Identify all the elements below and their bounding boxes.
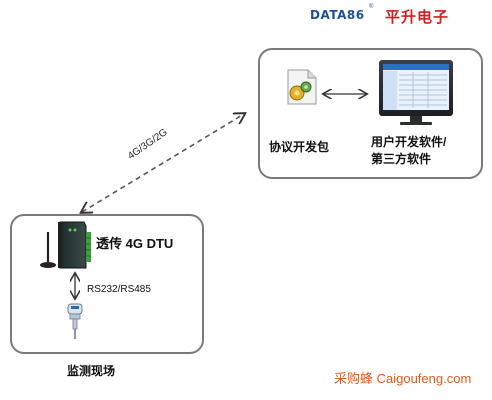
sensor-icon — [67, 303, 83, 339]
sdk-document-icon — [287, 69, 317, 105]
watermark-text: 采购蜂 Caigoufeng.com — [334, 371, 472, 386]
sdk-label: 协议开发包 — [269, 140, 330, 154]
software-label-line2: 第三方软件 — [371, 152, 432, 166]
dtu-device-icon — [40, 221, 91, 269]
brand-name-cn: 平升电子 — [385, 8, 450, 26]
brand-name-en: DATA86 — [310, 8, 365, 22]
software-label-line1: 用户开发软件/ — [371, 135, 447, 149]
dtu-label: 透传 4G DTU — [96, 236, 174, 251]
wireless-link-line — [82, 114, 244, 212]
software-monitor-icon — [379, 60, 453, 125]
serial-label: RS232/RS485 — [87, 284, 151, 295]
field-site-box — [10, 214, 204, 354]
site-label: 监测现场 — [67, 364, 116, 378]
registered-mark: ® — [369, 4, 374, 10]
software-label: 用户开发软件/ 第三方软件 — [371, 134, 446, 168]
